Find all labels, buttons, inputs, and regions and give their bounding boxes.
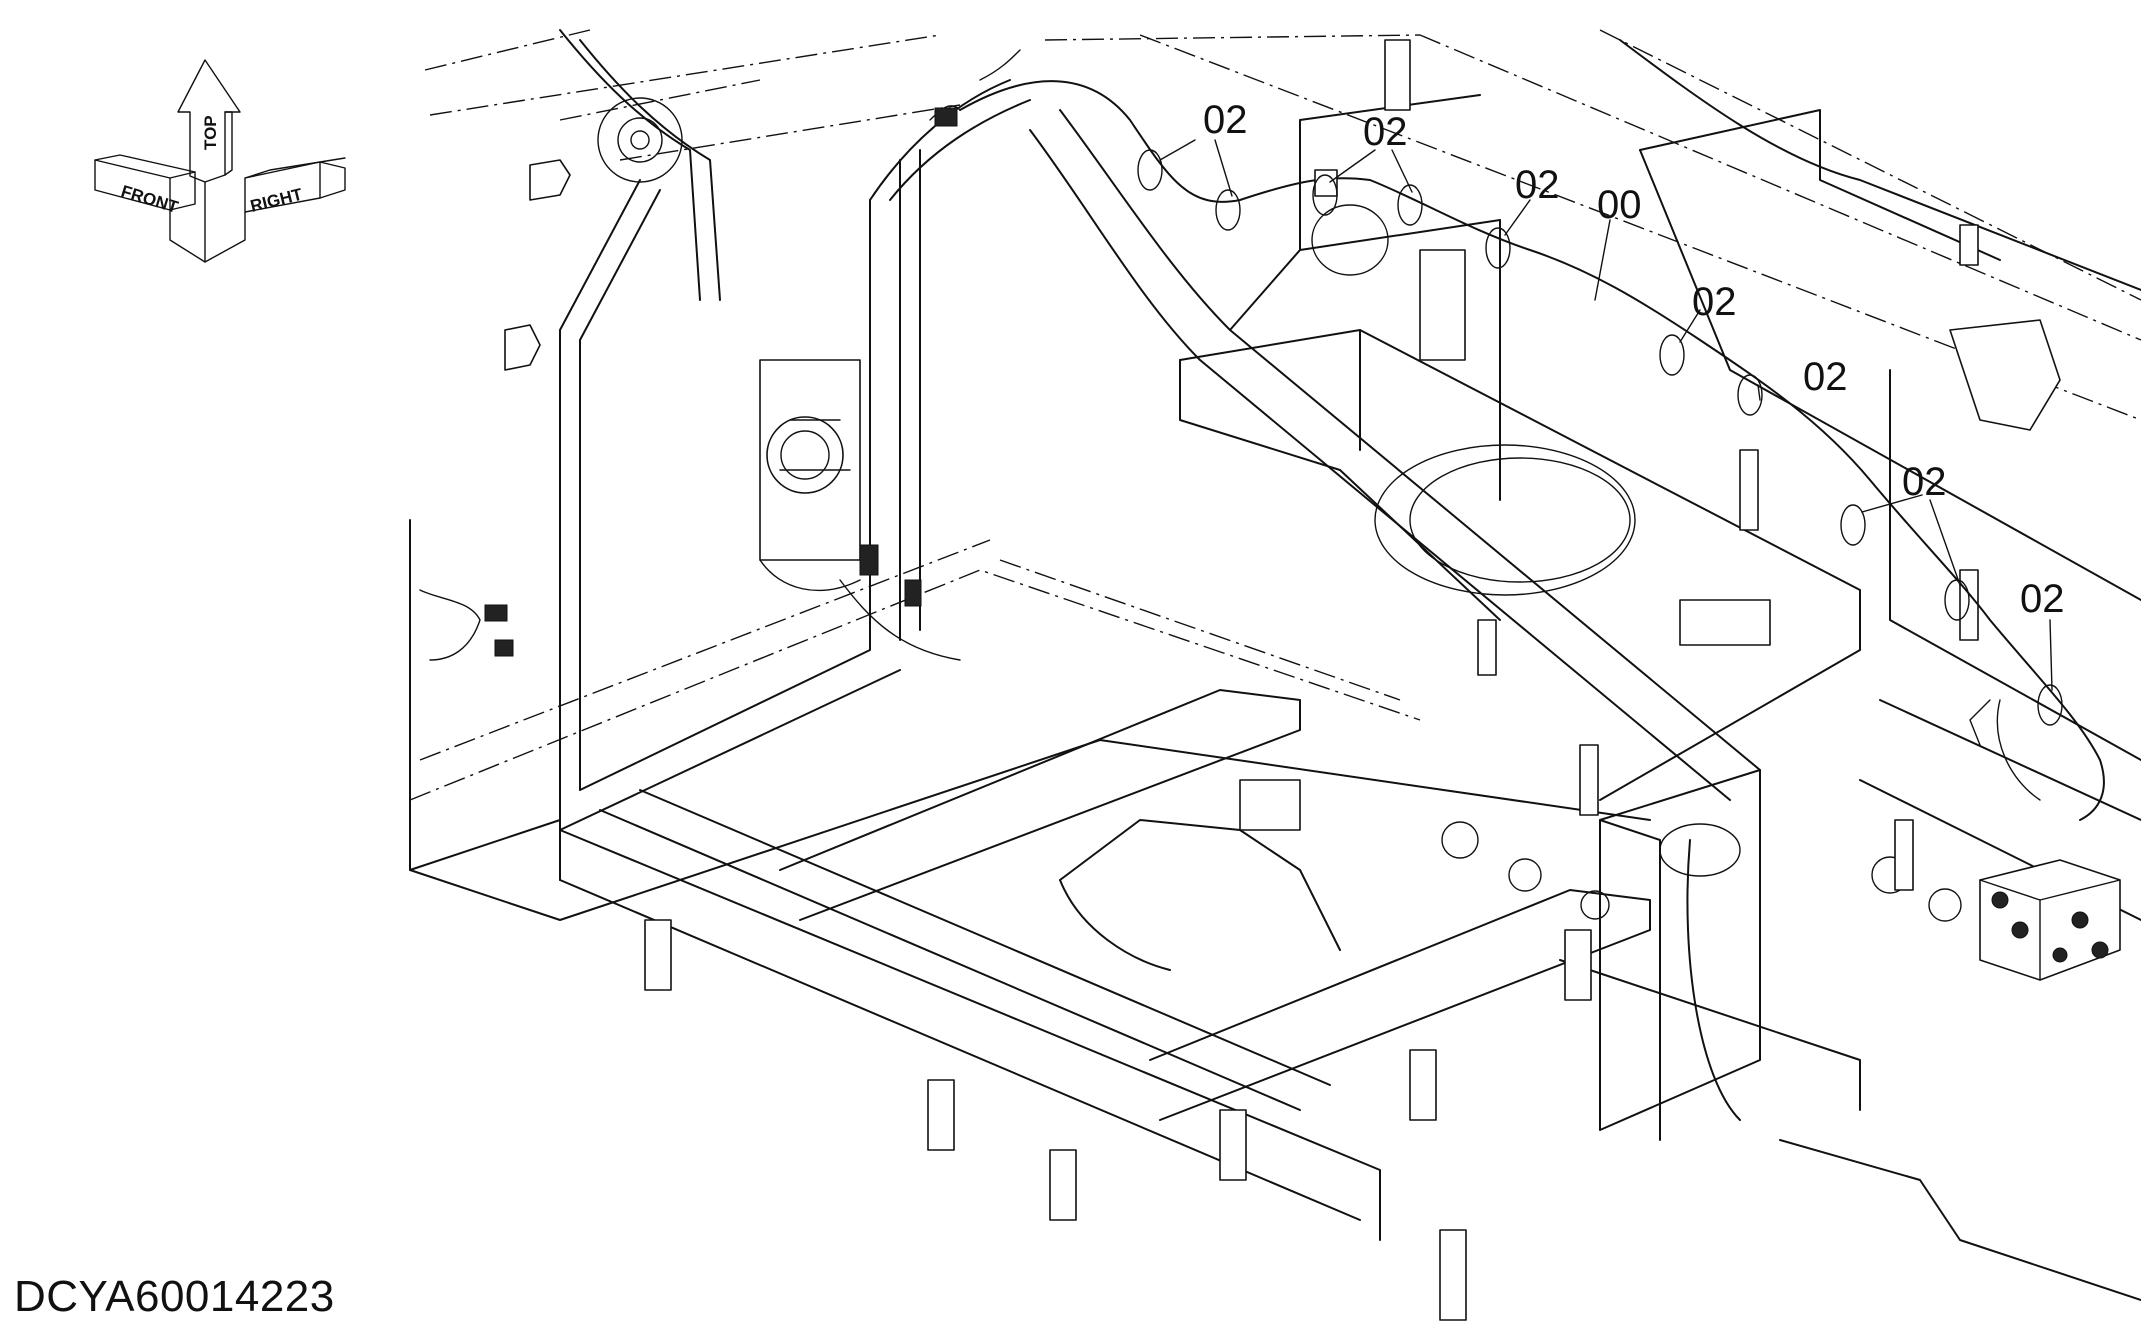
callout-label: 00 xyxy=(1597,183,1642,227)
main-boom-frame xyxy=(1029,39,2141,801)
left-connector xyxy=(419,589,514,661)
bracket-tabs xyxy=(504,39,2061,1321)
callout-labels: 02 02 02 00 02 02 02 02 xyxy=(1203,98,2065,621)
leader-lines xyxy=(1159,139,2053,691)
callout-label: 02 xyxy=(1203,98,1248,142)
document-id: DCYA60014223 xyxy=(14,1272,335,1321)
upper-frame-structure xyxy=(424,29,2141,831)
callout-label: 02 xyxy=(1515,163,1560,207)
motor-assembly xyxy=(759,359,961,661)
callout-label: 02 xyxy=(2020,577,2065,621)
callout-label: 02 xyxy=(1803,355,1848,399)
clamps-02 xyxy=(1137,149,2063,726)
front-label: FRONT xyxy=(119,182,181,217)
callout-label: 02 xyxy=(1902,460,1947,504)
callout-label: 02 xyxy=(1692,280,1737,324)
top-label: TOP xyxy=(201,115,220,150)
control-valve xyxy=(1979,859,2121,981)
lower-chassis-frame xyxy=(409,519,2141,1301)
orientation-indicator: FRONT TOP RIGHT xyxy=(94,59,346,263)
callout-label: 02 xyxy=(1363,110,1408,154)
wire-harness-00 xyxy=(929,49,2105,821)
right-label: RIGHT xyxy=(248,185,305,216)
